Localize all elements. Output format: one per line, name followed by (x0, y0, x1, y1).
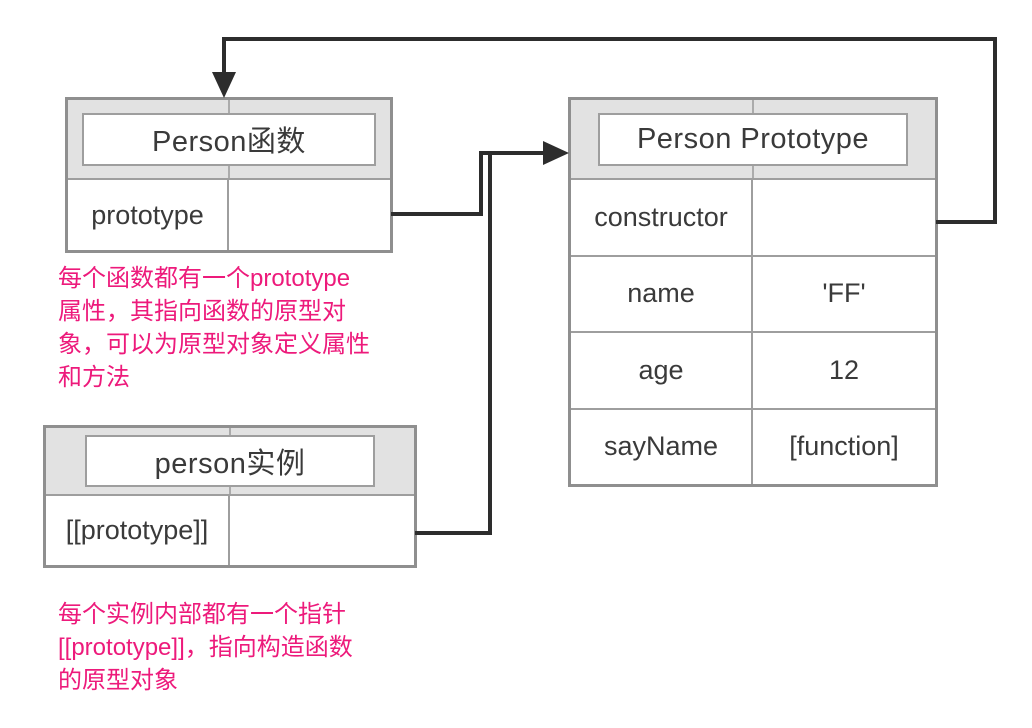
table-row: [[prototype]] (46, 494, 414, 565)
arrowhead-down-icon (212, 72, 236, 98)
arrow-instance-to-prototype-object (415, 151, 492, 535)
property-name-cell: name (571, 256, 753, 331)
person-function-title: Person函数 (82, 112, 376, 166)
table-row: sayName [function] (571, 407, 935, 484)
table-row: age 12 (571, 331, 935, 408)
person-prototype-header: Person Prototype (571, 100, 935, 178)
person-instance-title: person实例 (85, 435, 375, 487)
arrowhead-right-icon (543, 141, 569, 165)
property-value-cell (753, 180, 935, 255)
person-instance-table: person实例 [[prototype]] (43, 425, 417, 568)
property-value-cell: [function] (789, 431, 899, 462)
prototype-annotation: 每个函数都有一个prototype 属性，其指向函数的原型对 象，可以为原型对象… (58, 265, 370, 391)
table-row: prototype (68, 178, 390, 250)
person-function-header: Person函数 (68, 100, 390, 178)
person-prototype-table: Person Prototype constructor name 'FF' a… (568, 97, 938, 487)
arrow-prototype-to-prototype-object (391, 141, 569, 216)
property-value-cell: 'FF' (822, 278, 866, 309)
property-value-cell: 12 (828, 354, 860, 385)
property-name-cell: sayName (571, 409, 753, 484)
property-value-cell (229, 180, 390, 250)
table-row: name 'FF' (571, 254, 935, 331)
person-function-table: Person函数 prototype (65, 97, 393, 253)
property-name-cell: age (571, 333, 753, 408)
property-value-cell (230, 496, 414, 565)
person-prototype-title: Person Prototype (598, 112, 908, 166)
table-row: constructor (571, 178, 935, 255)
property-name-cell: constructor (571, 180, 753, 255)
instance-annotation: 每个实例内部都有一个指针 [[prototype]]，指向构造函数 的原型对象 (58, 601, 353, 694)
property-name-cell: prototype (68, 180, 229, 250)
person-instance-header: person实例 (46, 428, 414, 494)
property-name-cell: [[prototype]] (46, 496, 230, 565)
